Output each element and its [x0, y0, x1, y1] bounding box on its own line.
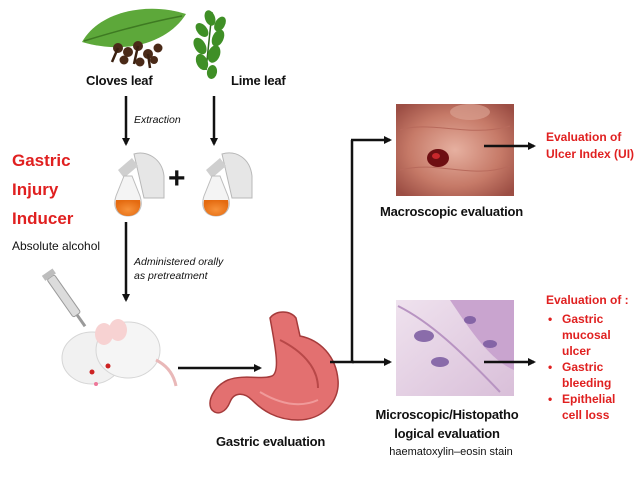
- administration-line-1: Administered orally: [134, 256, 224, 268]
- effect-text: Gastric: [562, 312, 604, 326]
- inducer-line-2: Injury: [12, 180, 59, 199]
- administration-note: Administered orally as pretreatment: [134, 255, 223, 283]
- effect-item-epithelial-loss: • Epithelial cell loss: [546, 391, 615, 423]
- effect-text: ulcer: [562, 344, 591, 358]
- stomach-image: [209, 311, 339, 421]
- macro-result-line-2: Ulcer Index (UI): [546, 147, 635, 161]
- lime-extract-flask: [202, 152, 253, 217]
- branch-connector: [330, 136, 392, 366]
- cloves-leaf-image: [82, 8, 186, 69]
- lime-leaf-image: [193, 10, 226, 79]
- stain-label: haematoxylin–eosin stain: [389, 446, 513, 458]
- effect-text: Gastric: [562, 360, 604, 374]
- macroscopic-tissue-image: [396, 104, 514, 196]
- effect-item-mucosal-ulcer: • Gastric mucosal ulcer: [546, 311, 615, 359]
- effect-text: cell loss: [562, 408, 610, 422]
- bullet: •: [548, 360, 553, 374]
- micro-result-title: Evaluation of :: [546, 293, 629, 307]
- inducer-line-3: Inducer: [12, 209, 74, 228]
- extraction-label: Extraction: [134, 114, 181, 126]
- effect-item-bleeding: • Gastric bleeding: [546, 359, 615, 391]
- plus-sign: +: [168, 162, 186, 195]
- lime-leaf-label: Lime leaf: [231, 73, 286, 88]
- administration-line-2: as pretreatment: [134, 270, 208, 282]
- bullet: •: [548, 392, 553, 406]
- inducer-agent: Absolute alcohol: [12, 239, 101, 253]
- effect-text: mucosal: [562, 328, 611, 342]
- cloves-leaf-label: Cloves leaf: [86, 73, 153, 88]
- macroscopic-label: Macroscopic evaluation: [380, 204, 523, 219]
- effect-text: bleeding: [562, 376, 612, 390]
- macro-result-line-1: Evaluation of: [546, 130, 622, 144]
- cloves-extract-flask: [114, 152, 165, 217]
- micro-result-list: • Gastric mucosal ulcer • Gastric bleedi…: [546, 311, 615, 423]
- microscopic-label-line-2: logical evaluation: [394, 426, 500, 441]
- microscopic-label-line-1: Microscopic/Histopatho: [375, 407, 519, 422]
- gastric-evaluation-label: Gastric evaluation: [216, 434, 326, 449]
- microscopic-label: Microscopic/Histopatho logical evaluatio…: [372, 405, 522, 443]
- bullet: •: [548, 312, 553, 326]
- rats-image: [61, 319, 178, 387]
- inducer-line-1: Gastric: [12, 151, 71, 170]
- inducer-title: Gastric Injury Inducer: [12, 146, 73, 233]
- effect-text: Epithelial: [562, 392, 616, 406]
- histology-image: [396, 300, 514, 396]
- macro-result: Evaluation of Ulcer Index (UI): [546, 129, 634, 163]
- syringe-image: [41, 268, 87, 328]
